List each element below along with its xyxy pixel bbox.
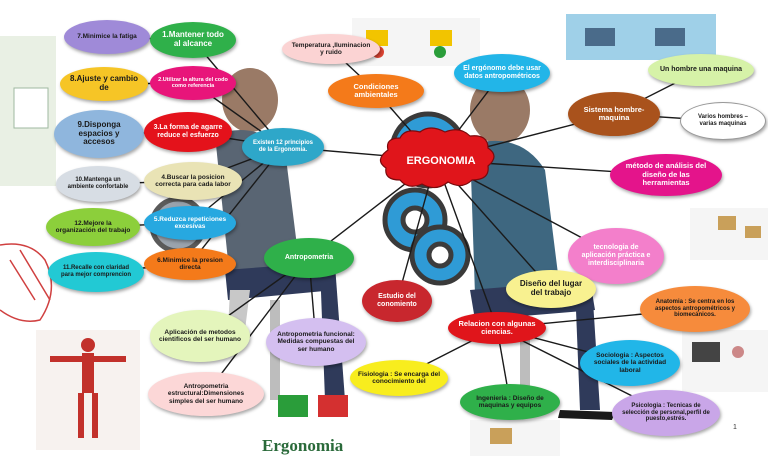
node-n1: 1.Mantener todo al alcance [150, 22, 236, 58]
node-label: Psicologia : Tecnicas de selección de pe… [622, 402, 710, 423]
node-varios: Varios hombres – varias maquinas [680, 102, 766, 140]
illustration-box-lifting-bottom [470, 420, 560, 456]
node-n4: 4.Buscar la posicion correcta para cada … [144, 162, 242, 200]
node-n11: 11.Recalle con claridad para mejor compr… [48, 252, 144, 292]
node-n8: 8.Ajuste y cambio de [60, 67, 148, 101]
node-hombre-maq: Un hombre una maquina [648, 54, 754, 86]
connector-relacion-CENTER [435, 159, 498, 329]
node-label: método de análisis del diseño de las her… [625, 161, 707, 188]
node-label: Antropometria [284, 254, 334, 262]
node-label: 12.Mejore la organización del trabajo [55, 219, 131, 234]
node-label: Existen 12 principios de la Ergonomia. [252, 140, 314, 153]
node-label: tecnologia de aplicación práctica e inte… [581, 244, 651, 267]
node-psico: Psicologia : Tecnicas de selección de pe… [612, 390, 720, 436]
node-n2: 2.Utilizar la altura del codo como refer… [150, 66, 236, 100]
logo-text: Ergonomia [262, 436, 344, 455]
node-label: Sistema hombre-maquina [583, 104, 645, 122]
node-metodo: método de análisis del diseño de las her… [610, 154, 722, 196]
node-n12: 12.Mejore la organización del trabajo [46, 208, 140, 246]
node-label: Antropometria funcional: Medidas compues… [277, 331, 355, 353]
node-n3: 3.La forma de agarre reduce el esfuerzo [144, 112, 232, 152]
node-estudio: Estudio del conomiento [362, 280, 432, 322]
connector-n6-exist [189, 146, 284, 265]
node-label: 3.La forma de agarre reduce el esfuerzo [153, 124, 223, 139]
connector-estructural-antropo [205, 257, 310, 395]
node-label: Temperatura ,Iluminacion y ruido [291, 41, 371, 56]
node-fisio: Fisiologia : Se encarga del conocimiento… [350, 360, 448, 396]
node-relacion: Relacion con algunas ciencias. [448, 312, 546, 344]
node-anatomia: Anatomia : Se centra en los aspectos ant… [640, 286, 750, 332]
node-temp: Temperatura ,Iluminacion y ruido [282, 34, 380, 64]
node-label: 10.Mantenga un ambiente confortable [67, 177, 129, 190]
node-socio: Sociologia : Aspectos sociales de la act… [580, 340, 680, 386]
node-label: Sociologia : Aspectos sociales de la act… [593, 352, 667, 374]
node-label: 4.Buscar la posicion correcta para cada … [155, 173, 231, 188]
node-label: El ergónomo debe usar datos antropométri… [463, 65, 541, 80]
node-n5: 5.Reduzca repeticiones excesivas [144, 206, 236, 240]
node-label: Aplicación de metodos cientificos del se… [159, 328, 241, 343]
node-ingenieria: Ingenieria : Diseño de maquinas y equipo… [460, 384, 560, 420]
node-label: Antropometria estructural:Dimensiones si… [167, 383, 245, 405]
illustration-lifting [352, 18, 480, 66]
node-label: 6.Minimice la presion directa [157, 256, 223, 271]
node-label: Ingenieria : Diseño de maquinas y equipo… [476, 394, 544, 409]
node-funcional: Antropometria funcional: Medidas compues… [266, 318, 366, 366]
node-estructural: Antropometria estructural:Dimensiones si… [148, 372, 264, 416]
node-tecno: tecnologia de aplicación práctica e inte… [568, 228, 664, 284]
node-label: 7.Minimice la fatiga [77, 33, 137, 41]
illustration-office-workers [566, 14, 716, 60]
node-label: Diseño del lugar del trabajo [519, 279, 583, 297]
node-aplic: Aplicación de metodos cientificos del se… [150, 310, 250, 362]
node-label: Relacion con algunas ciencias. [458, 318, 536, 336]
node-label: 1.Mantener todo al alcance [162, 30, 224, 48]
illustration-computer-user [0, 36, 56, 186]
node-label: Condiciones ambientales [353, 81, 399, 99]
node-label: Varios hombres – varias maquinas [697, 114, 749, 127]
center-cloud [379, 127, 495, 189]
node-antropo: Antropometria [264, 238, 354, 278]
node-diseno: Diseño del lugar del trabajo [506, 270, 596, 308]
node-label: Fisiologia : Se encarga del conocimiento… [358, 370, 440, 385]
illustration-desk-worker [682, 330, 768, 392]
node-label: 2.Utilizar la altura del codo como refer… [158, 76, 228, 89]
illustration-posture-box [690, 208, 768, 260]
node-n7: 7.Minimice la fatiga [64, 20, 150, 54]
center-node-ergonomia: ERGONOMIA [406, 154, 476, 167]
illustration-sketch-figure [0, 243, 53, 322]
node-label: 11.Recalle con claridad para mejor compr… [60, 265, 132, 278]
node-label: Anatomia : Se centra en los aspectos ant… [654, 298, 736, 319]
logo-ergonomia [278, 395, 348, 417]
node-ergo-datos: El ergónomo debe usar datos antropométri… [454, 54, 550, 92]
node-label: 8.Ajuste y cambio de [69, 74, 139, 92]
node-label: 5.Reduzca repeticiones excesivas [153, 215, 227, 230]
page-number: 1 [733, 424, 737, 431]
illustration-vitruvian-man [36, 330, 140, 450]
node-label: Un hombre una maquina [659, 66, 743, 74]
node-n9: 9.Disponga espacios y accesos [54, 110, 144, 158]
node-n6: 6.Minimice la presion directa [144, 248, 236, 280]
node-cond: Condiciones ambientales [328, 74, 424, 108]
node-exist: Existen 12 principios de la Ergonomia. [242, 128, 324, 166]
node-sistema: Sistema hombre-maquina [568, 92, 660, 136]
node-label: Estudio del conomiento [377, 293, 417, 308]
node-label: 9.Disponga espacios y accesos [77, 119, 121, 147]
node-n10: 10.Mantenga un ambiente confortable [56, 166, 140, 202]
